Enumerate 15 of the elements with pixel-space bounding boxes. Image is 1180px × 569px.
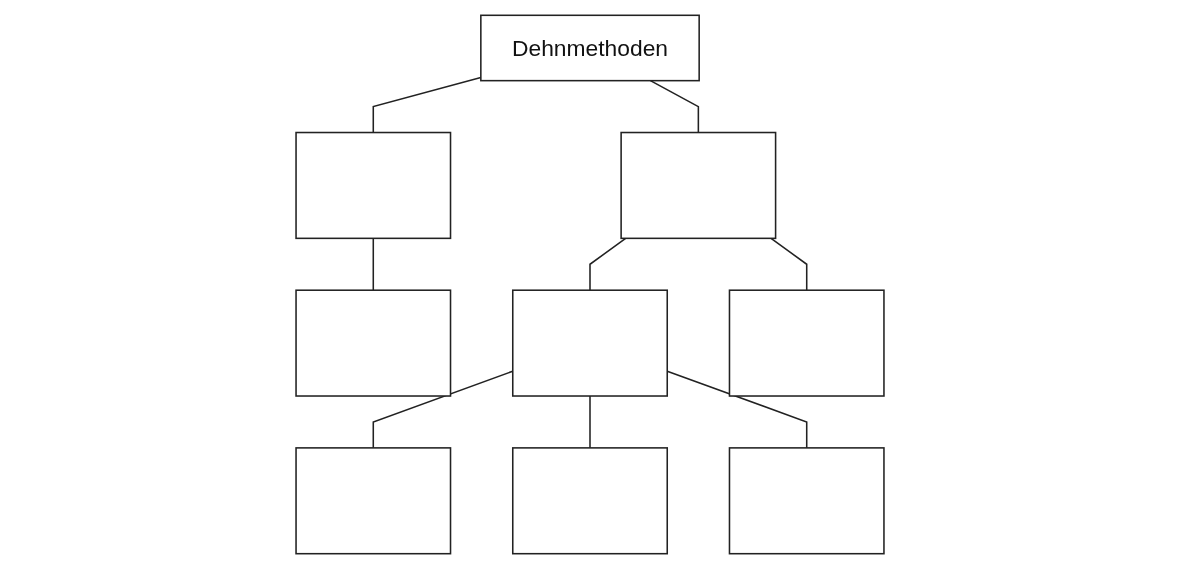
node-box	[728, 289, 885, 397]
node-box	[295, 289, 452, 397]
node-box	[512, 289, 668, 397]
node-box	[512, 447, 668, 555]
connector	[372, 237, 375, 291]
connector	[589, 237, 627, 291]
connector	[649, 79, 700, 134]
connector	[770, 237, 808, 291]
connector	[589, 395, 591, 449]
node-box	[295, 131, 452, 240]
node-box: Dehnmethoden	[480, 14, 700, 82]
node-box	[295, 447, 452, 555]
connector	[372, 76, 482, 134]
node-box	[728, 447, 885, 555]
node-box	[620, 131, 777, 240]
